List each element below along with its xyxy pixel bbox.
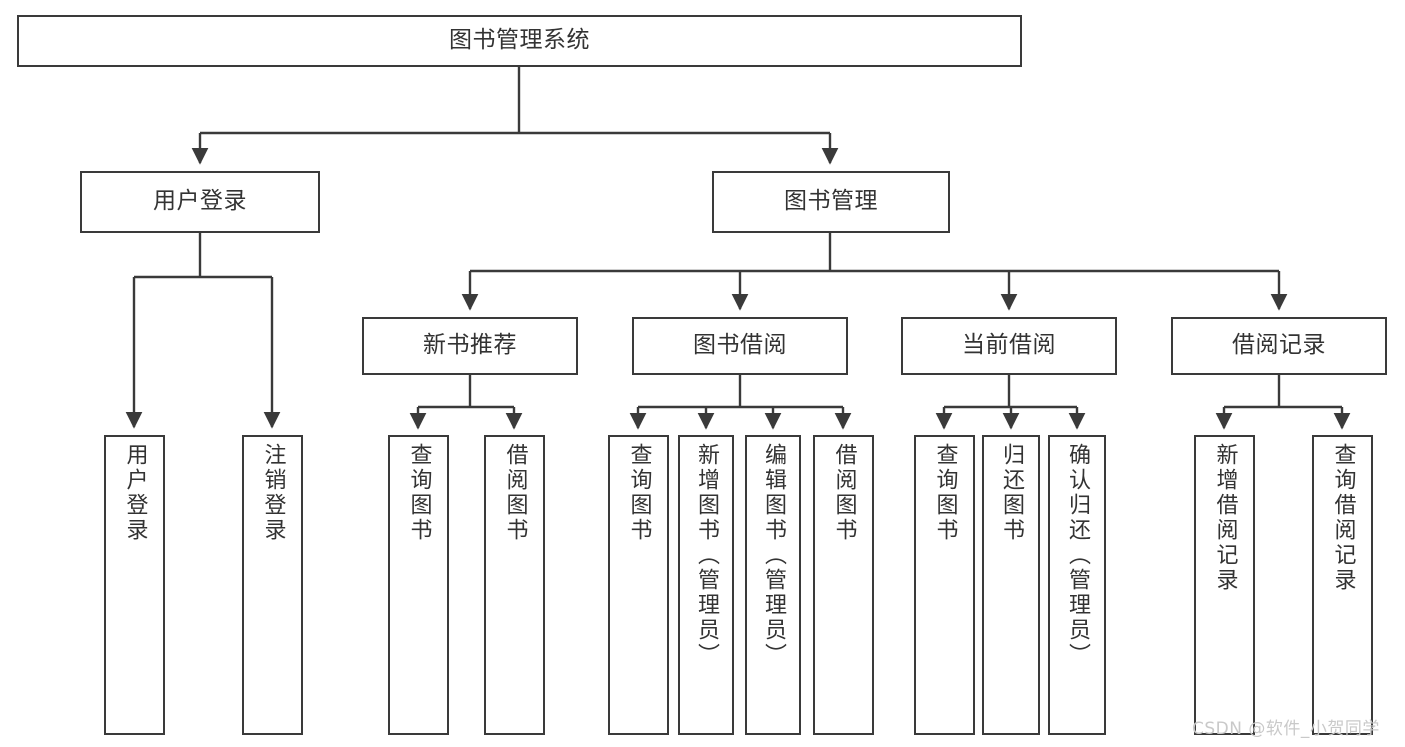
node-borrow-record[interactable]: 借阅记录 xyxy=(1171,317,1387,375)
node-book-borrow[interactable]: 图书借阅 xyxy=(632,317,848,375)
leaf-borrow-book-1-label: 借阅图书 xyxy=(502,443,528,543)
leaf-query-record[interactable]: 查询借阅记录 xyxy=(1312,435,1373,735)
leaf-logout[interactable]: 注销登录 xyxy=(242,435,303,735)
leaf-add-book[interactable]: 新增图书（管理员） xyxy=(678,435,734,735)
leaf-add-record-label: 新增借阅记录 xyxy=(1212,443,1238,593)
node-new-book-recommend[interactable]: 新书推荐 xyxy=(362,317,578,375)
leaf-logout-label: 注销登录 xyxy=(260,443,286,543)
leaf-edit-book[interactable]: 编辑图书（管理员） xyxy=(745,435,801,735)
node-new-book-recommend-label: 新书推荐 xyxy=(423,332,517,359)
leaf-user-login[interactable]: 用户登录 xyxy=(104,435,165,735)
leaf-add-record[interactable]: 新增借阅记录 xyxy=(1194,435,1255,735)
leaf-query-book-3[interactable]: 查询图书 xyxy=(914,435,975,735)
leaf-query-book-3-label: 查询图书 xyxy=(932,443,958,543)
node-book-manage-label: 图书管理 xyxy=(784,188,878,215)
leaf-query-book-2[interactable]: 查询图书 xyxy=(608,435,669,735)
leaf-query-book-1-label: 查询图书 xyxy=(406,443,432,543)
leaf-confirm-return-label: 确认归还（管理员） xyxy=(1065,443,1090,668)
leaf-query-record-label: 查询借阅记录 xyxy=(1330,443,1356,593)
leaf-borrow-book-2[interactable]: 借阅图书 xyxy=(813,435,874,735)
leaf-return-book[interactable]: 归还图书 xyxy=(982,435,1040,735)
leaf-confirm-return[interactable]: 确认归还（管理员） xyxy=(1048,435,1106,735)
leaf-borrow-book-2-label: 借阅图书 xyxy=(831,443,857,543)
leaf-add-book-label: 新增图书（管理员） xyxy=(694,443,719,668)
node-current-borrow[interactable]: 当前借阅 xyxy=(901,317,1117,375)
node-root[interactable]: 图书管理系统 xyxy=(17,15,1022,67)
node-book-manage[interactable]: 图书管理 xyxy=(712,171,950,233)
node-borrow-record-label: 借阅记录 xyxy=(1232,332,1326,359)
leaf-user-login-label: 用户登录 xyxy=(122,443,148,543)
leaf-edit-book-label: 编辑图书（管理员） xyxy=(761,443,786,668)
leaf-borrow-book-1[interactable]: 借阅图书 xyxy=(484,435,545,735)
node-book-borrow-label: 图书借阅 xyxy=(693,332,787,359)
node-root-label: 图书管理系统 xyxy=(449,27,590,54)
leaf-query-book-1[interactable]: 查询图书 xyxy=(388,435,449,735)
node-current-borrow-label: 当前借阅 xyxy=(962,332,1056,359)
leaf-return-book-label: 归还图书 xyxy=(999,443,1024,543)
node-user-login-label: 用户登录 xyxy=(153,188,247,215)
leaf-query-book-2-label: 查询图书 xyxy=(626,443,652,543)
node-user-login[interactable]: 用户登录 xyxy=(80,171,320,233)
